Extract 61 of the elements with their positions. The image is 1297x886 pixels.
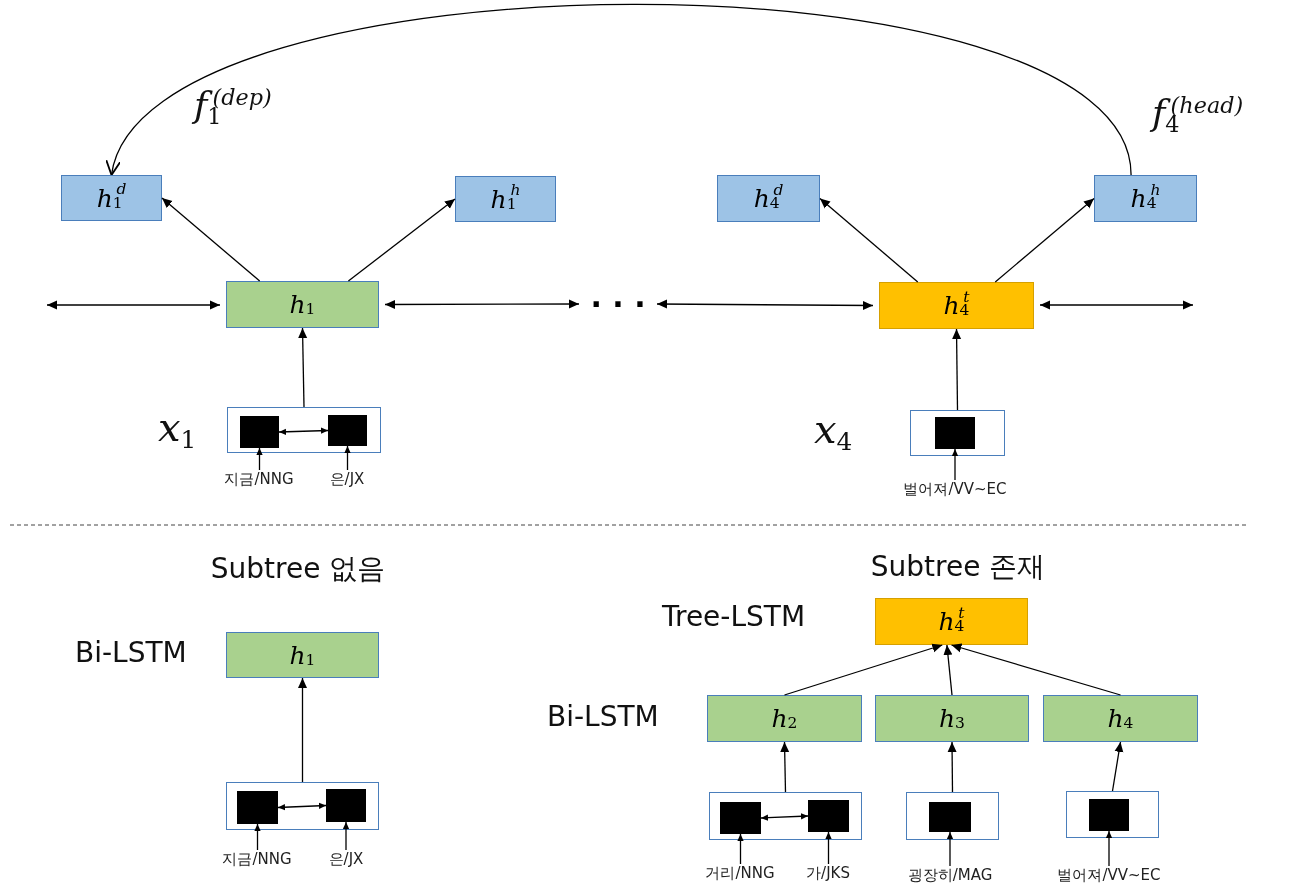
token-label: 지금/NNG — [222, 850, 292, 868]
arrow — [760, 813, 809, 821]
input-box — [226, 782, 379, 830]
token-label: 벌어져/VV~EC — [1057, 866, 1161, 884]
arrow — [783, 643, 943, 696]
variable-label: x$_{1}$ — [158, 404, 197, 450]
arrow — [656, 299, 874, 310]
layer-label: Bi-LSTM — [547, 700, 659, 733]
embedding-square — [326, 789, 366, 822]
input-box — [910, 410, 1005, 456]
token-label: 은/JX — [328, 850, 364, 868]
embedding-square — [808, 800, 849, 832]
ellipsis-dots: · · · — [585, 284, 651, 324]
arrow — [347, 198, 456, 282]
input-box — [709, 792, 862, 840]
arrow — [298, 327, 308, 408]
arrow — [780, 741, 790, 793]
token-label: 거리/NNG — [705, 864, 775, 882]
arrow — [737, 833, 744, 865]
layer-label: Tree-LSTM — [662, 600, 806, 633]
layer-label: Bi-LSTM — [75, 636, 187, 669]
arrow — [819, 197, 919, 283]
arrow — [254, 823, 261, 851]
token-label: 지금/NNG — [224, 470, 294, 488]
embedding-square — [237, 791, 278, 824]
variable-label: x$_{4}$ — [814, 406, 853, 452]
arrow — [1111, 741, 1124, 792]
section-heading: Subtree 존재 — [870, 549, 1046, 585]
arrow — [950, 643, 1122, 696]
arrow — [256, 447, 263, 471]
arrow — [277, 802, 327, 811]
arrow — [278, 427, 329, 435]
arrow — [952, 328, 962, 411]
input-box — [227, 407, 381, 453]
embedding-square — [328, 415, 367, 446]
arrow — [951, 448, 959, 481]
embedding-square — [240, 416, 279, 448]
token-label: 가/JKS — [806, 864, 850, 882]
input-box — [906, 792, 999, 840]
section-heading: Subtree 없음 — [210, 551, 386, 587]
arrow — [344, 445, 351, 471]
arrow — [298, 677, 307, 783]
embedding-square — [720, 802, 761, 834]
arrow — [46, 300, 221, 310]
embedding-square — [929, 802, 971, 832]
input-box — [1066, 791, 1159, 838]
token-label: 은/JX — [329, 470, 365, 488]
arrow — [947, 741, 957, 793]
arrow — [943, 644, 953, 696]
embedding-square — [935, 417, 975, 449]
arrow — [946, 831, 954, 867]
token-label: 벌어져/VV~EC — [903, 480, 1007, 498]
arrow — [161, 197, 261, 282]
arrow — [384, 299, 580, 309]
arrow — [825, 831, 832, 865]
arrow — [1105, 830, 1113, 867]
token-label: 굉장히/MAG — [907, 866, 993, 884]
arrow — [994, 197, 1095, 283]
arrow — [1039, 300, 1194, 310]
arrow — [342, 821, 350, 851]
embedding-square — [1089, 799, 1129, 831]
